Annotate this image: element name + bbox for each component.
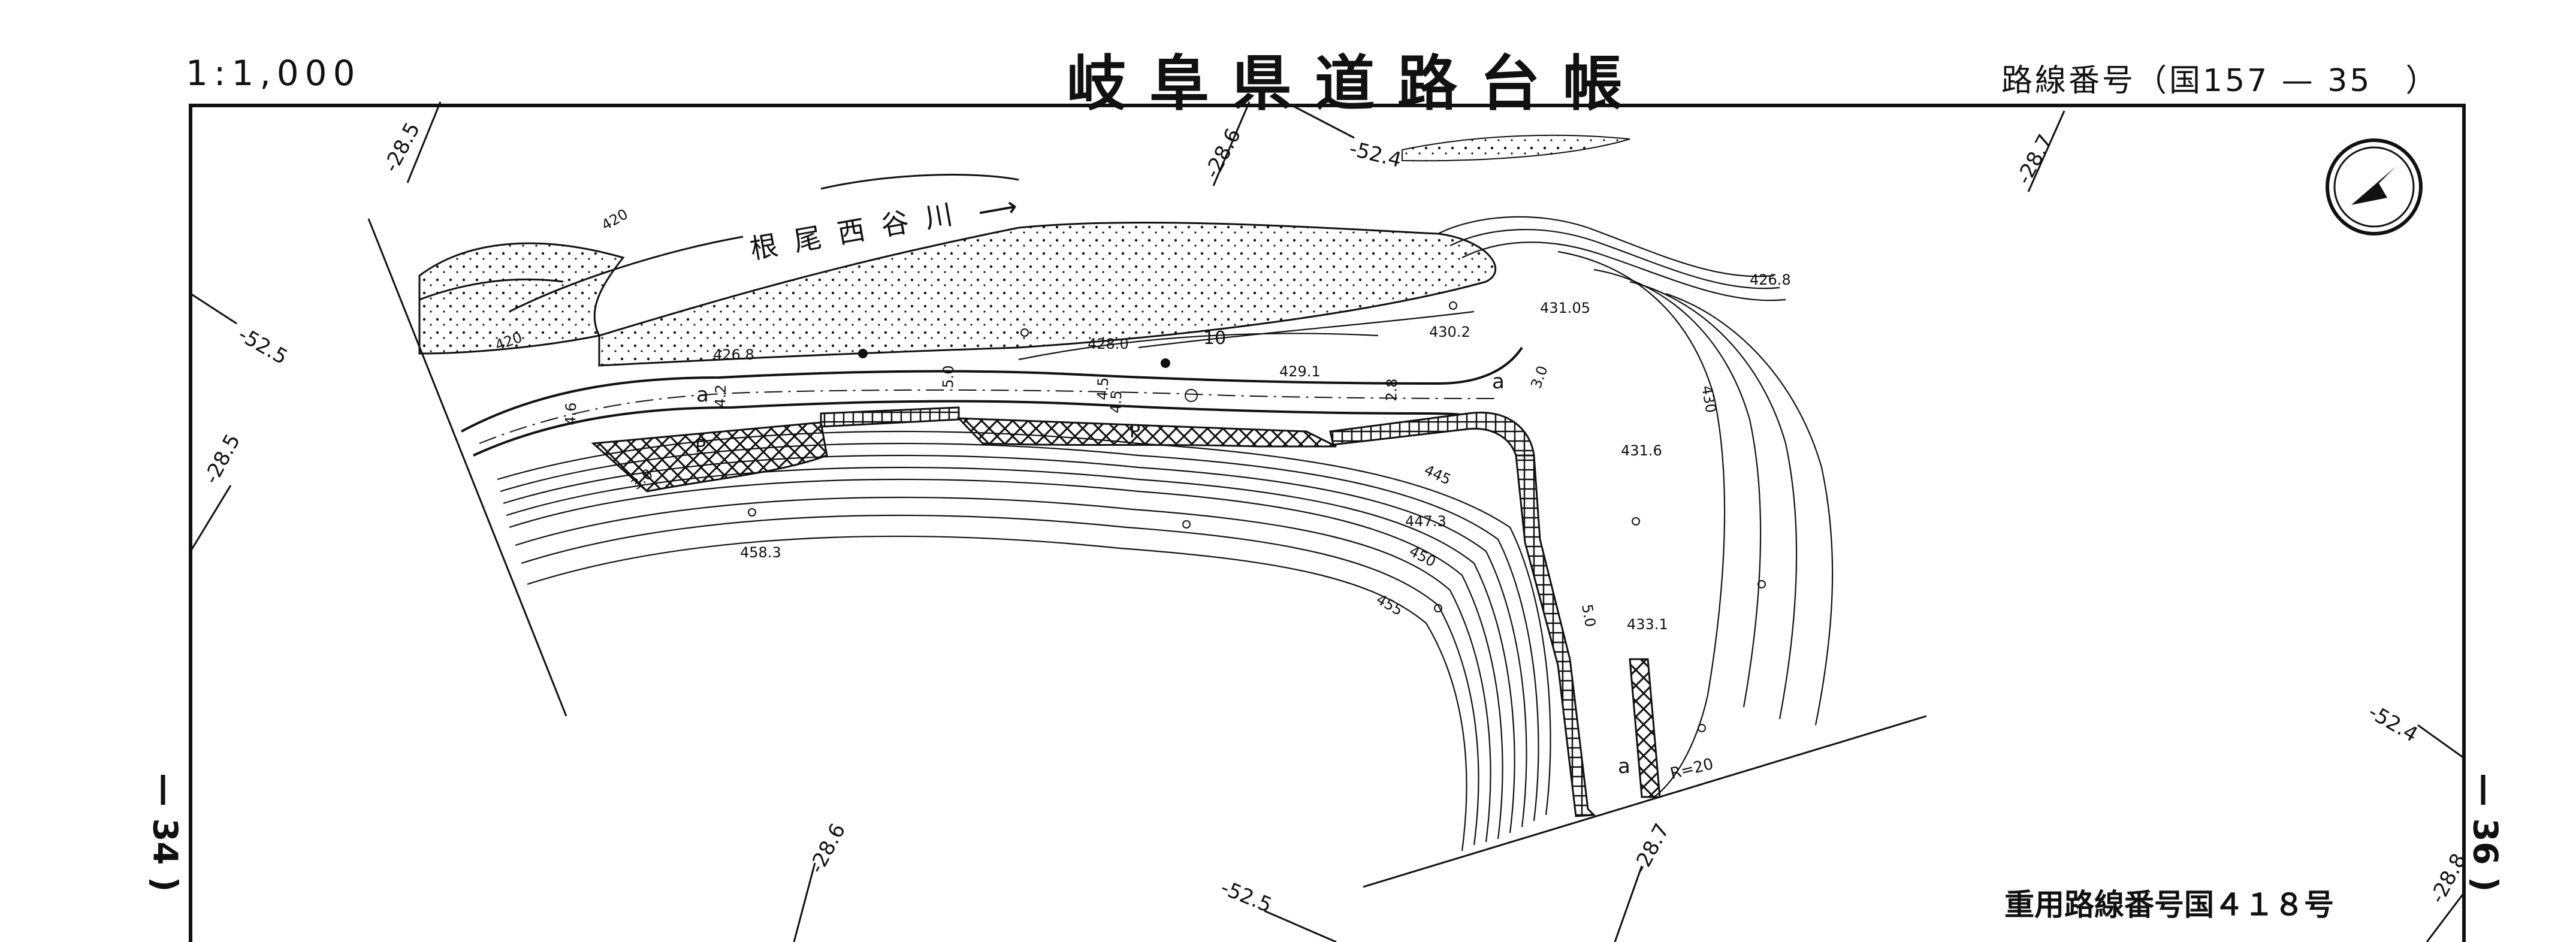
road-width: 4.2 [712,384,729,407]
marker-a: a [1492,370,1505,394]
elevation: 445 [1421,461,1453,488]
grid-label: -28.6 [1200,125,1246,182]
elevation: 450 [1406,543,1439,570]
elevation: 430 [1698,384,1720,414]
marker-p: P [1130,421,1140,442]
riverbank-gravel [418,134,1630,367]
scale-label: 1:1,000 [186,53,361,93]
road-width: 5.0 [940,365,957,388]
elevation: 431.05 [1540,300,1590,316]
elevation: 426.8 [1750,271,1791,288]
elevation: 431.6 [1621,442,1662,459]
sheet-ref-left: — 34 ) [144,773,186,901]
road-width: 3.0 [1527,364,1551,391]
grid-ticks [189,101,2465,942]
slope-protection-hatch [591,417,1661,798]
marker-kilometer: 10 [1203,328,1226,349]
sheet-ref-right: — 36 ) [2464,773,2506,901]
curve-radius: R=20 [1668,755,1715,783]
heavy-route-label: 重用路線番号国４１８号 [2004,887,2334,922]
grid-label: -28.7 [2012,131,2058,188]
elevation: 433.1 [1627,616,1668,633]
sheet-ref-left-text: — 34 ) [145,773,185,892]
route-number: 路線番号（国157 — 35 ） [2001,63,2439,99]
road-width: 4.5 [1107,390,1125,413]
survey-points [748,301,1766,732]
map-frame [189,104,2466,942]
grid-label: -28.5 [379,119,425,176]
elevation: 458.3 [740,544,781,561]
elevation: 420 [599,206,631,234]
grid-label: -52.4 [1347,137,1404,173]
grid-label: -52.5 [234,322,292,370]
elevation: 455 [1373,591,1406,619]
marker-a: a [696,383,709,407]
road-edges [461,346,1523,457]
elevation: 428.0 [1088,336,1129,352]
grid-label: -28.7 [1629,820,1675,877]
road-centerline [479,389,1499,444]
grid-label: -52.5 [1218,875,1276,917]
grid-label: -28.5 [200,430,246,488]
grid-label: -52.4 [2364,700,2422,747]
elevation: 426.8 [713,346,754,363]
river-flow-arrow: ⟶ [976,186,1037,228]
road-width: 4.6 [562,402,579,425]
marker-p: P [695,436,706,457]
retaining-walls [820,406,1596,817]
survey-boundaries [367,218,1927,888]
elevation: 447.3 [1405,513,1446,530]
north-arrow-icon [2326,138,2423,236]
river-lines [419,174,1019,313]
grid-label: -28.6 [805,820,851,877]
road-width: 5.0 [1578,603,1599,628]
road-width: 2.8 [1383,378,1400,401]
elevation: 430.2 [1429,324,1470,340]
road-width: 4.5 [1094,377,1112,400]
marker-a: a [1618,754,1630,778]
sheet-ref-right-text: — 36 ) [2465,773,2505,892]
elevation: 429.1 [1279,363,1321,380]
